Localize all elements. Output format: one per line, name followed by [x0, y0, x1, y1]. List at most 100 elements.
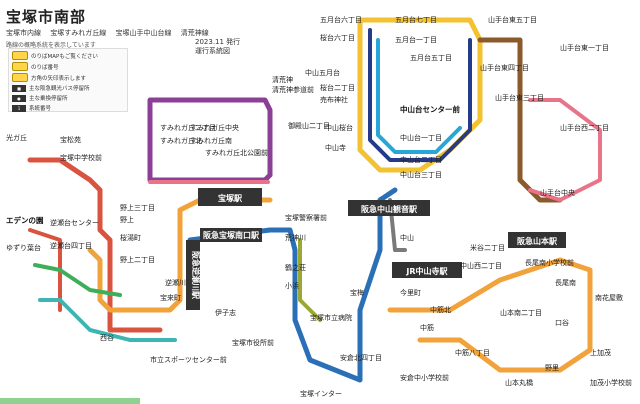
- hub-label: 阪急逆瀬川駅: [191, 251, 201, 300]
- hub-box: [392, 262, 462, 278]
- legend-row: ■主な阪急観光バス停留所: [12, 84, 124, 92]
- stop-label: 五月台六丁目: [320, 15, 362, 24]
- subnote: 路線の概略系統を表示しています: [6, 42, 96, 49]
- hub-box: [508, 232, 566, 248]
- stop-label: 中山: [400, 233, 414, 242]
- stop-label: 中山五月台: [305, 68, 340, 77]
- stop-label: 宝梅: [350, 288, 364, 297]
- tourist-stop-icon: ■: [12, 84, 26, 92]
- route-line-grey: [388, 198, 407, 252]
- version-note: 運行系統図: [195, 47, 230, 55]
- stop-label: 安倉北四丁目: [340, 353, 382, 362]
- route-line-navy: [368, 28, 472, 162]
- stop-label: 御殿山二丁目: [288, 121, 330, 130]
- stop-label: 清荒神参道前: [272, 85, 314, 94]
- stop-label: すみれガ丘中央: [190, 123, 239, 132]
- stop-label: 山手台東三丁目: [495, 93, 544, 102]
- route-list: 宝塚市内線 宝塚すみれガ丘線 宝塚山手中山台線 清荒神線: [6, 28, 209, 38]
- route-name: 宝塚すみれガ丘線: [50, 29, 107, 37]
- stop-label: 光ガ丘: [6, 133, 27, 142]
- route-name: 清荒神線: [180, 29, 209, 37]
- route-lines: [27, 17, 602, 383]
- hub-label: JR中山寺駅: [405, 266, 448, 276]
- hub-box: [198, 188, 262, 206]
- stop-label: 中山寺: [325, 143, 346, 152]
- legend-row: のりば番号: [12, 62, 124, 71]
- footer-strip: [0, 398, 140, 404]
- stop-label: 上加茂: [590, 348, 611, 357]
- stop-label: 西谷: [100, 333, 114, 342]
- legend: のりばMAPもご覧ください のりば番号 方角の矢印表示します ■主な阪急観光バス…: [8, 48, 128, 112]
- route-line-green: [33, 263, 122, 297]
- stop-label: 五月台七丁目: [395, 15, 437, 24]
- stop-label: 桜台六丁目: [320, 33, 355, 42]
- stop-label: 山手台東四丁目: [480, 63, 529, 72]
- legend-row: ●主な乗換停留所: [12, 94, 124, 102]
- route-line-red: [27, 157, 163, 333]
- route-line-red: [28, 228, 62, 312]
- stop-label: 今里町: [400, 288, 421, 297]
- hub-box: [348, 200, 430, 216]
- route-line-purple: [147, 172, 273, 183]
- stop-label: 桜湯町: [120, 233, 141, 242]
- stop-label: 野里: [545, 364, 559, 372]
- stop-label: 安倉中小学校前: [400, 373, 449, 382]
- route-line-olive: [298, 238, 322, 322]
- stop-label: 中山台センター前: [400, 104, 460, 114]
- route-line-orange: [87, 197, 273, 313]
- stop-label: 加茂小学校前: [590, 378, 632, 387]
- stop-label: 山手台西二丁目: [560, 123, 609, 132]
- stop-label: 中山西二丁目: [460, 261, 502, 270]
- stop-label: 山手台中央: [540, 188, 575, 197]
- stop-label: 山手台東五丁目: [488, 15, 537, 24]
- route-name: 宝塚山手中山台線: [115, 29, 172, 37]
- legend-row: のりばMAPもご覧ください: [12, 51, 124, 60]
- stop-label: 逆瀬台センター: [50, 218, 99, 227]
- stop-label: ゆずり葉台: [6, 243, 41, 252]
- stop-label: 山本南二丁目: [500, 308, 542, 317]
- stop-label: すみれガ丘南: [190, 136, 232, 145]
- stop-label: 野上三丁目: [120, 203, 155, 212]
- route-line-pink: [528, 98, 602, 202]
- stop-label: 中筋八丁目: [455, 348, 490, 357]
- stop-label: 鶴之荘: [285, 263, 306, 272]
- hub-box: [200, 228, 262, 242]
- stop-label: 中山桜台: [325, 123, 353, 132]
- hub-label: 阪急山本駅: [517, 236, 558, 246]
- route-line-teal: [38, 298, 177, 342]
- stop-label: 中筋北: [430, 305, 451, 314]
- route-line-orange: [387, 257, 593, 373]
- stop-label: 逆瀬川: [165, 278, 186, 287]
- stop-label: 米谷二丁目: [470, 243, 505, 252]
- stop-label: 宝塚市役所前: [232, 338, 274, 347]
- stop-marker-icon: [12, 51, 28, 60]
- stop-label: 宝塚警察署前: [285, 213, 327, 222]
- stop-label: 中山台一丁目: [400, 133, 442, 142]
- stop-label: 市立スポーツセンター前: [150, 355, 227, 364]
- stop-label: 宝塚中学校前: [60, 153, 102, 162]
- hub-label: 阪急中山観音駅: [361, 204, 418, 214]
- stop-label: 山本丸橋: [505, 378, 533, 387]
- hub-label: 阪急宝塚南口駅: [203, 230, 260, 240]
- stop-label: 口谷: [555, 318, 569, 327]
- route-line-brown: [477, 37, 563, 203]
- stop-label: 宝塚市立病院: [310, 313, 352, 322]
- revision-date: 2023.11 発行: [195, 38, 241, 46]
- stop-label: 五月台五丁目: [410, 53, 452, 62]
- stop-label: 宝来町: [160, 293, 181, 302]
- stop-label: 野上二丁目: [120, 255, 155, 264]
- stop-label: 野上: [120, 215, 134, 224]
- hubs: 宝塚駅 阪急中山観音駅 JR中山寺駅 阪急山本駅 阪急逆瀬川駅 阪急宝塚南口駅: [186, 188, 566, 310]
- stop-label: 逆瀬台四丁目: [50, 241, 92, 250]
- stop-label: 小浜: [285, 281, 299, 290]
- stop-label: 中筋: [420, 323, 434, 332]
- hub-label: 宝塚駅: [218, 193, 243, 203]
- stop-label: 宝塚インター: [300, 389, 342, 398]
- legend-row: 方角の矢印表示します: [12, 73, 124, 82]
- route-line-cyan: [376, 38, 462, 154]
- stop-label: 宝松苑: [60, 135, 81, 144]
- stop-label: 中山台三丁目: [400, 170, 442, 179]
- page-title: 宝塚市南部: [6, 8, 87, 26]
- platform-number-icon: [12, 62, 28, 71]
